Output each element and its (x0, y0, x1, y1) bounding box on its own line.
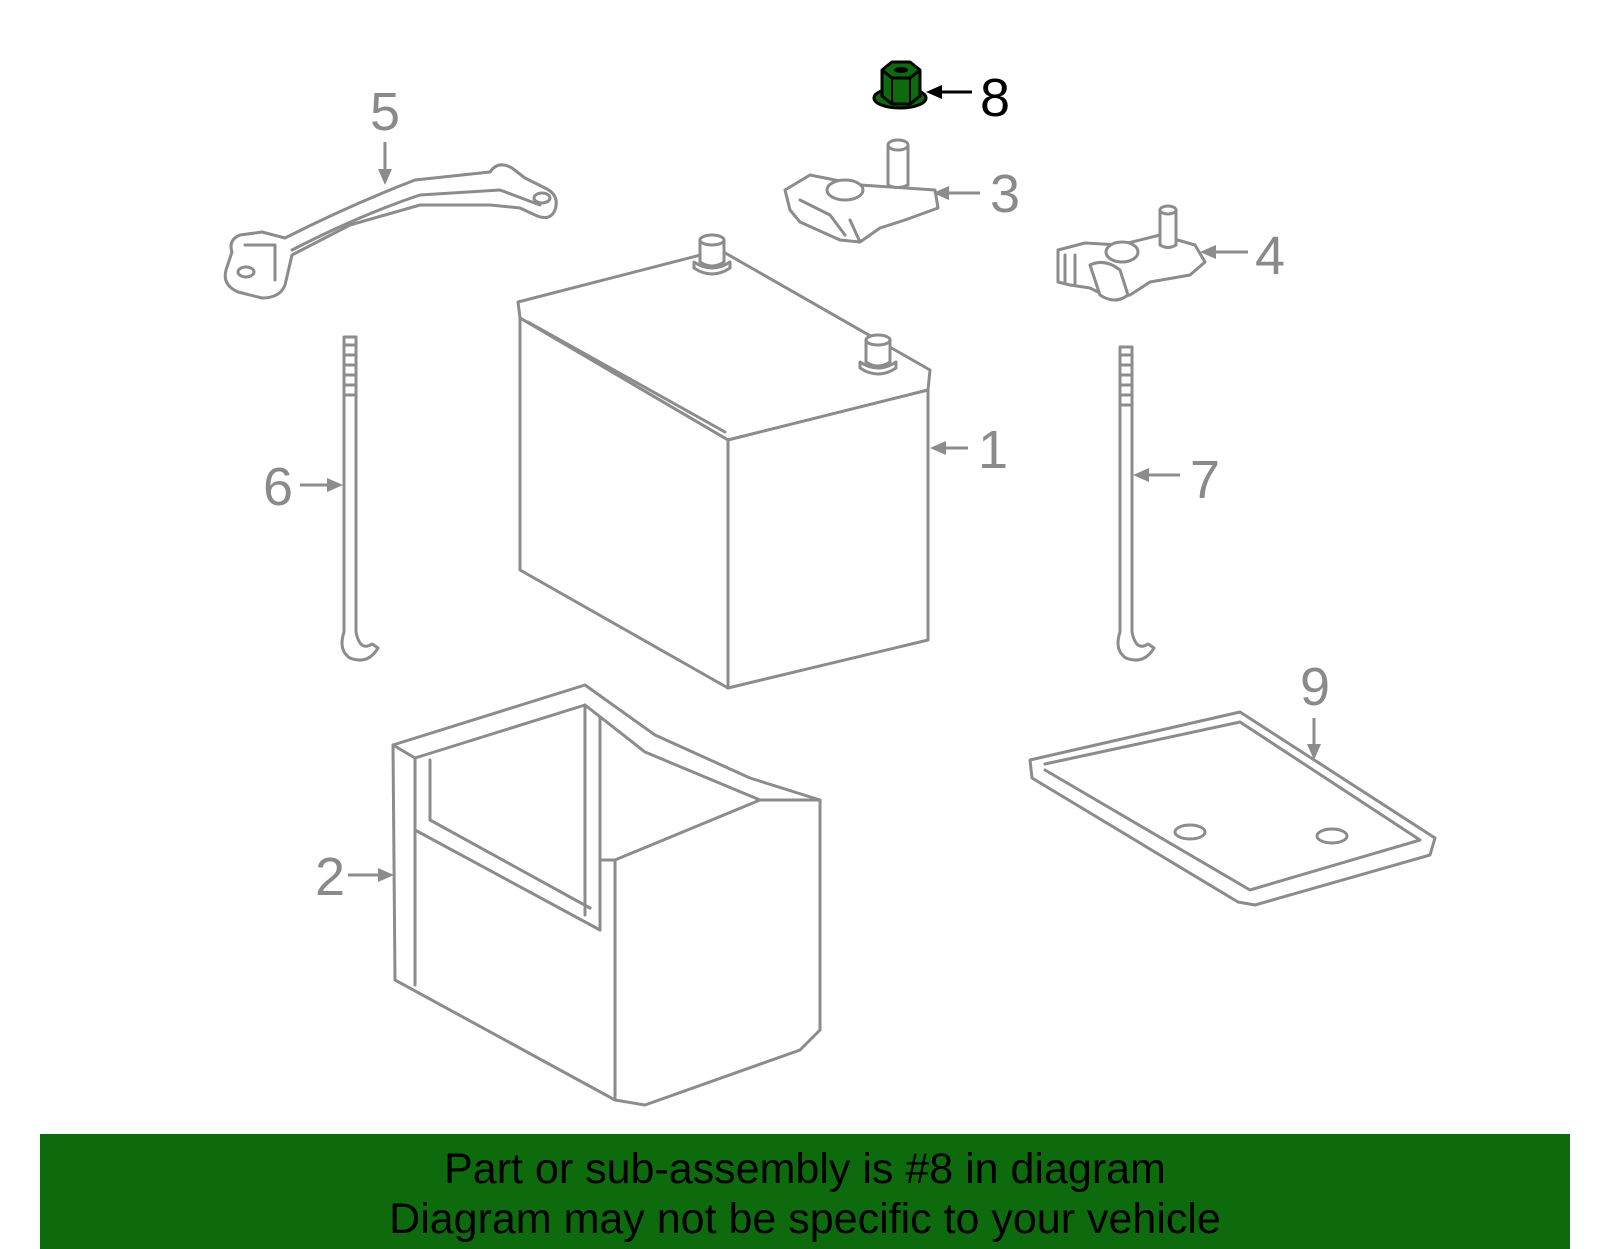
leader-9 (1307, 718, 1321, 760)
part-9-tray-pad[interactable] (1028, 710, 1437, 907)
banner-line-2: Diagram may not be specific to your vehi… (389, 1195, 1221, 1243)
part-7-right-rod[interactable] (1116, 345, 1156, 662)
callout-9: 9 (1300, 657, 1330, 717)
leader-1 (930, 441, 968, 455)
callout-3: 3 (990, 164, 1020, 224)
leader-4 (1200, 245, 1248, 259)
leader-3 (933, 186, 980, 200)
callout-1: 1 (978, 420, 1008, 480)
part-4-terminal[interactable] (1056, 204, 1207, 302)
callout-8: 8 (980, 68, 1010, 128)
leader-7 (1133, 468, 1180, 482)
leader-2 (348, 868, 394, 882)
part-6-left-rod[interactable] (340, 335, 380, 662)
part-3-terminal[interactable] (783, 138, 940, 244)
callout-2: 2 (315, 847, 345, 907)
part-5-hold-down-bracket[interactable] (223, 163, 558, 300)
part-8-nut[interactable] (872, 60, 928, 110)
banner-line-1: Part or sub-assembly is #8 in diagram (444, 1145, 1166, 1193)
callout-5: 5 (370, 82, 400, 142)
leader-8 (926, 85, 972, 99)
callout-4: 4 (1255, 226, 1285, 286)
part-1-battery[interactable] (516, 233, 932, 690)
part-2-battery-tray[interactable] (391, 683, 822, 1107)
leader-6 (300, 478, 343, 492)
callout-7: 7 (1190, 450, 1220, 510)
leader-5 (378, 142, 392, 185)
info-banner: Part or sub-assembly is #8 in diagram Di… (40, 1134, 1570, 1249)
callout-6: 6 (263, 457, 293, 517)
